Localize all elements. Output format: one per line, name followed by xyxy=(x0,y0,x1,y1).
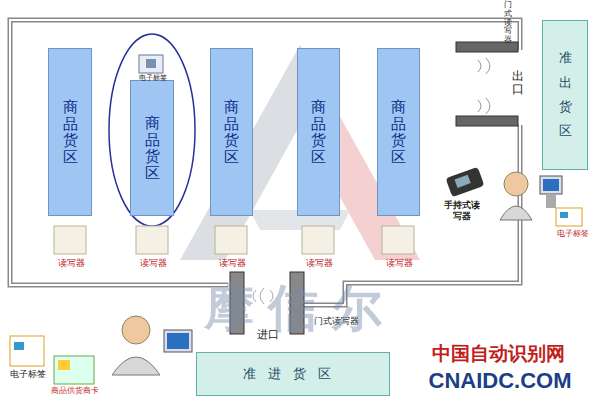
exit-gate-reader xyxy=(456,42,518,126)
zone-box: 准出货区 xyxy=(542,20,588,170)
zone-label: 商品货区 xyxy=(63,99,78,165)
site-url: CNAIDC.COM xyxy=(408,368,592,394)
watermark-logo xyxy=(180,45,420,260)
handheld-reader xyxy=(446,167,485,197)
highlight-ellipse xyxy=(109,34,195,226)
watermark: 摩信尔 xyxy=(170,278,430,338)
reader-label: 读写器 xyxy=(209,258,255,269)
handheld-label: 手持式读写器 xyxy=(440,200,484,222)
zone-label: 商品货区 xyxy=(224,99,239,165)
rfid-tag-icon xyxy=(139,55,163,73)
reader-label: 读写器 xyxy=(296,258,342,269)
card-label: 商品供货商卡 xyxy=(44,386,106,396)
zone-label: 准进货区 xyxy=(243,365,343,383)
reader-label: 读写器 xyxy=(376,258,422,269)
operator-left xyxy=(112,316,192,375)
site-name: 中国自动识别网 xyxy=(404,342,592,365)
gate-reader-label: 门式读写器 xyxy=(504,1,512,45)
zone-label: 准出货区 xyxy=(559,46,572,143)
tag-label: 电子标签 xyxy=(136,74,170,82)
zone-box: 商品货区 xyxy=(130,80,174,216)
reader-label: 读写器 xyxy=(48,258,94,269)
operator-right xyxy=(500,172,582,226)
zone-box: 准进货区 xyxy=(196,352,390,396)
zone-box: 商品货区 xyxy=(377,48,420,216)
zone-box: 商品货区 xyxy=(210,48,253,216)
exit-label: 出口 xyxy=(512,70,524,96)
tag-label: 电子标签 xyxy=(4,369,52,380)
tag-label: 电子标签 xyxy=(553,229,593,239)
zone-box: 商品货区 xyxy=(297,48,340,216)
zone-label: 商品货区 xyxy=(145,115,160,181)
zone-label: 商品货区 xyxy=(311,99,326,165)
warehouse-wall xyxy=(10,20,520,285)
zone-box: 商品货区 xyxy=(48,48,92,216)
zone-label: 商品货区 xyxy=(391,99,406,165)
reader-label: 读写器 xyxy=(130,258,176,269)
reader-devices xyxy=(54,226,414,254)
